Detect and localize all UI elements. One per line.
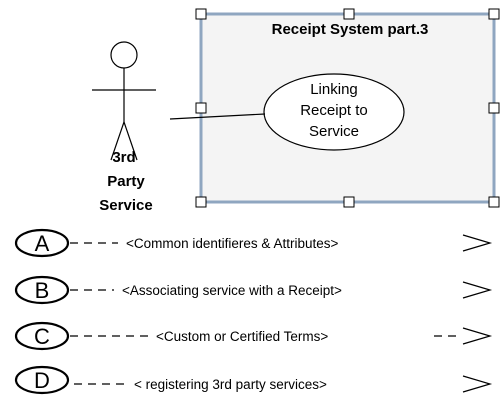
legend-letter-b: B (35, 278, 50, 303)
actor-label: 3rd Party Service (99, 149, 152, 214)
use-case-line-3: Service (309, 123, 359, 140)
actor-left-leg (110, 121, 125, 161)
legend-badge-a (14, 228, 70, 258)
use-case-ellipse[interactable] (263, 73, 405, 151)
legend-arrow-c (462, 327, 493, 345)
system-boundary[interactable]: Receipt System part.3 (195, 8, 500, 208)
handle-bottom-right[interactable] (488, 196, 500, 208)
actor-head (110, 41, 138, 69)
legend-text-a: <Common identifieres & Attributes> (126, 236, 338, 251)
legend-arrow-b (462, 281, 493, 299)
legend-arrow-a (462, 234, 493, 252)
use-case-line-2: Receipt to (300, 102, 368, 119)
legend-letter-d: D (34, 368, 50, 393)
association-line[interactable] (169, 113, 266, 120)
actor-label-line-2: Party (107, 173, 145, 190)
legend-badge-d (14, 365, 70, 395)
legend-row-a: A <Common identifieres & Attributes> (14, 228, 493, 258)
use-case-linking[interactable]: Linking Receipt to Service (263, 73, 405, 151)
handle-top-left[interactable] (195, 8, 207, 20)
actor-right-leg (123, 121, 138, 161)
selection-handles[interactable] (195, 8, 500, 208)
legend: A <Common identifieres & Attributes> B <… (14, 228, 493, 395)
legend-badge-b (14, 275, 70, 305)
actor-3rd-party-service[interactable] (92, 41, 156, 161)
legend-letter-a: A (35, 231, 50, 256)
legend-text-b: <Associating service with a Receipt> (122, 283, 342, 298)
handle-bottom-middle[interactable] (343, 196, 355, 208)
system-title: Receipt System part.3 (272, 21, 429, 38)
legend-text-d: < registering 3rd party services> (134, 377, 327, 392)
legend-arrow-d (462, 375, 493, 393)
handle-bottom-left[interactable] (195, 196, 207, 208)
handle-middle-right[interactable] (488, 102, 500, 114)
handle-middle-left[interactable] (195, 102, 207, 114)
use-case-line-1: Linking (310, 81, 358, 98)
handle-top-right[interactable] (488, 8, 500, 20)
legend-letter-c: C (34, 324, 50, 349)
handle-top-middle[interactable] (343, 8, 355, 20)
legend-row-d: D < registering 3rd party services> (14, 365, 493, 395)
legend-text-c: <Custom or Certified Terms> (156, 329, 328, 344)
legend-row-c: C <Custom or Certified Terms> (14, 321, 493, 351)
legend-badge-c (14, 321, 70, 351)
actor-label-line-3: Service (99, 197, 152, 214)
legend-row-b: B <Associating service with a Receipt> (14, 275, 493, 305)
actor-label-line-1: 3rd (112, 149, 135, 166)
